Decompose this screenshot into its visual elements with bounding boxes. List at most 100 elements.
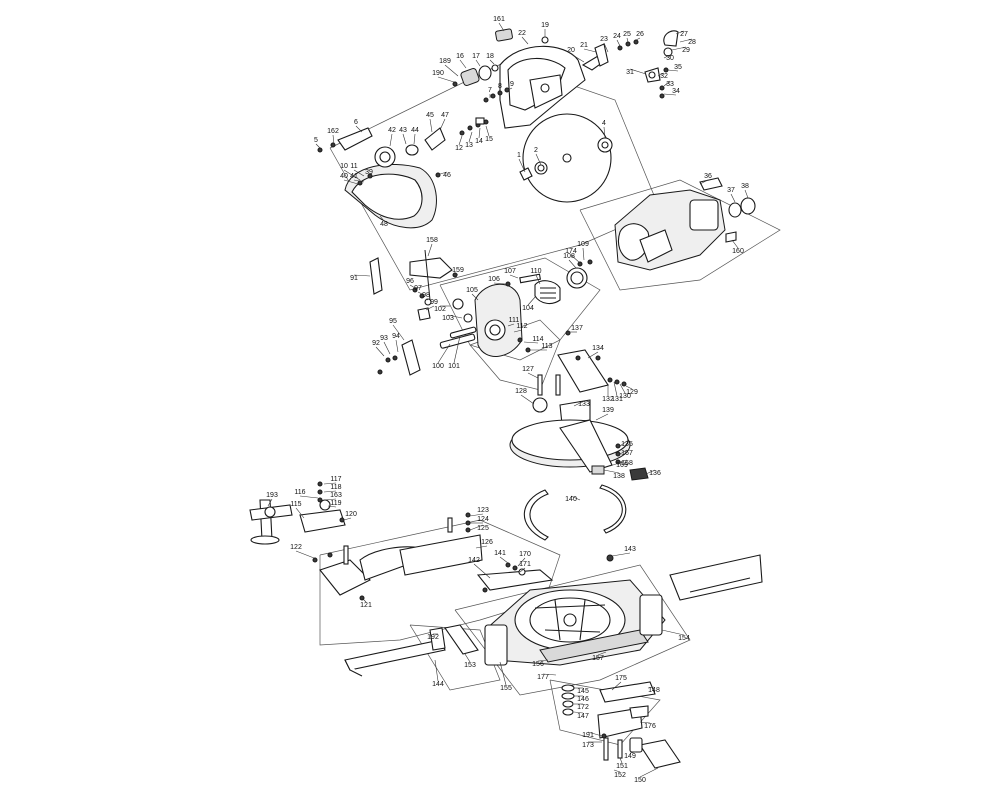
callout-33: 33 — [666, 81, 674, 88]
leader-line-5 — [315, 143, 321, 149]
callout-158: 158 — [426, 237, 438, 244]
leader-line-96 — [409, 284, 416, 289]
leader-line-160 — [731, 239, 739, 249]
callout-4: 4 — [602, 120, 606, 127]
leader-line-47 — [439, 118, 446, 131]
leader-line-126 — [475, 545, 488, 549]
callout-133: 133 — [578, 401, 590, 408]
callout-128: 128 — [515, 388, 527, 395]
callout-160: 160 — [732, 248, 744, 255]
callout-172: 172 — [577, 704, 589, 711]
leader-line-190 — [437, 76, 455, 83]
callout-96: 96 — [406, 278, 414, 285]
leader-line-155 — [499, 661, 507, 686]
leader-line-112 — [513, 329, 523, 333]
leader-line-121 — [361, 597, 367, 603]
callout-46: 46 — [443, 172, 451, 179]
callout-173: 173 — [582, 742, 594, 749]
motor-hub-parts — [452, 64, 499, 87]
leader-line-120 — [343, 517, 352, 521]
callout-36: 36 — [704, 173, 712, 180]
leader-line-1 — [518, 158, 526, 173]
leader-line-97 — [417, 291, 423, 295]
leader-line-108 — [568, 259, 577, 269]
leader-line-42 — [389, 133, 393, 147]
leader-line-103 — [447, 314, 463, 319]
callout-113: 113 — [541, 343, 552, 350]
leader-line-48 — [379, 215, 385, 222]
callout-120: 120 — [345, 511, 357, 518]
leader-line-44 — [413, 133, 416, 145]
leader-line-30 — [663, 54, 671, 59]
leader-line-107 — [509, 274, 519, 279]
callout-99: 99 — [430, 299, 438, 306]
leader-line-162 — [332, 134, 335, 145]
leader-line-129 — [625, 385, 633, 390]
callout-155: 155 — [500, 685, 512, 692]
callout-109: 109 — [577, 241, 589, 248]
leader-line-93 — [383, 341, 391, 355]
leader-line-138 — [603, 469, 620, 474]
callout-92: 92 — [372, 340, 380, 347]
callout-15: 15 — [485, 136, 493, 143]
callout-121: 121 — [360, 602, 372, 609]
callout-192: 192 — [427, 634, 439, 641]
callout-189: 189 — [439, 58, 451, 65]
callout-94: 94 — [392, 333, 400, 340]
leader-line-15 — [485, 125, 490, 137]
callout-132: 132 — [602, 396, 614, 403]
callout-144: 144 — [432, 681, 444, 688]
leader-line-92 — [375, 346, 385, 357]
leader-line-98 — [425, 298, 429, 301]
callout-136: 136 — [649, 470, 661, 477]
callout-29: 29 — [682, 47, 690, 54]
callout-101: 101 — [448, 363, 460, 370]
leader-line-158 — [427, 243, 433, 257]
callout-28: 28 — [688, 39, 696, 46]
leader-line-168 — [619, 459, 628, 463]
turntable-disk — [509, 419, 649, 481]
leader-line-106 — [493, 282, 507, 285]
leader-line-99 — [425, 305, 435, 311]
callout-140: 140 — [565, 496, 577, 503]
callout-153: 153 — [464, 662, 476, 669]
callout-44: 44 — [411, 127, 419, 134]
leader-line-117 — [323, 482, 337, 485]
leader-line-10 — [343, 169, 361, 181]
miter-lever — [476, 562, 554, 591]
callout-119: 119 — [330, 500, 341, 507]
leader-line-35 — [667, 69, 679, 72]
leader-line-189 — [444, 64, 459, 77]
callout-105: 105 — [466, 287, 478, 294]
callout-193: 193 — [266, 492, 278, 499]
leader-line-150 — [639, 767, 659, 778]
left-fence-assembly — [249, 481, 483, 601]
leader-line-147 — [573, 711, 584, 714]
leader-line-34 — [663, 93, 677, 96]
callout-110: 110 — [530, 268, 541, 275]
callout-22: 22 — [518, 30, 526, 37]
leader-line-151 — [619, 757, 623, 764]
callout-20: 20 — [567, 47, 575, 54]
callout-143: 143 — [624, 546, 636, 553]
callout-26: 26 — [636, 31, 644, 38]
extension-bars — [344, 554, 763, 677]
leader-line-41 — [353, 179, 365, 183]
leader-line-18 — [489, 59, 495, 65]
callout-102: 102 — [434, 306, 446, 313]
leader-line-140 — [570, 495, 581, 501]
leader-line-2 — [535, 153, 542, 166]
callout-150: 150 — [634, 777, 646, 784]
callout-111: 111 — [509, 317, 520, 324]
callout-127: 127 — [522, 366, 534, 373]
leader-line-4 — [603, 126, 606, 139]
leader-line-143 — [611, 552, 631, 557]
leader-line-167 — [619, 449, 628, 455]
leader-line-13 — [468, 131, 473, 143]
callout-23: 23 — [600, 36, 608, 43]
leader-line-40 — [343, 179, 359, 185]
callout-43: 43 — [399, 127, 407, 134]
leader-line-154 — [661, 629, 685, 636]
callout-177: 177 — [537, 674, 549, 681]
